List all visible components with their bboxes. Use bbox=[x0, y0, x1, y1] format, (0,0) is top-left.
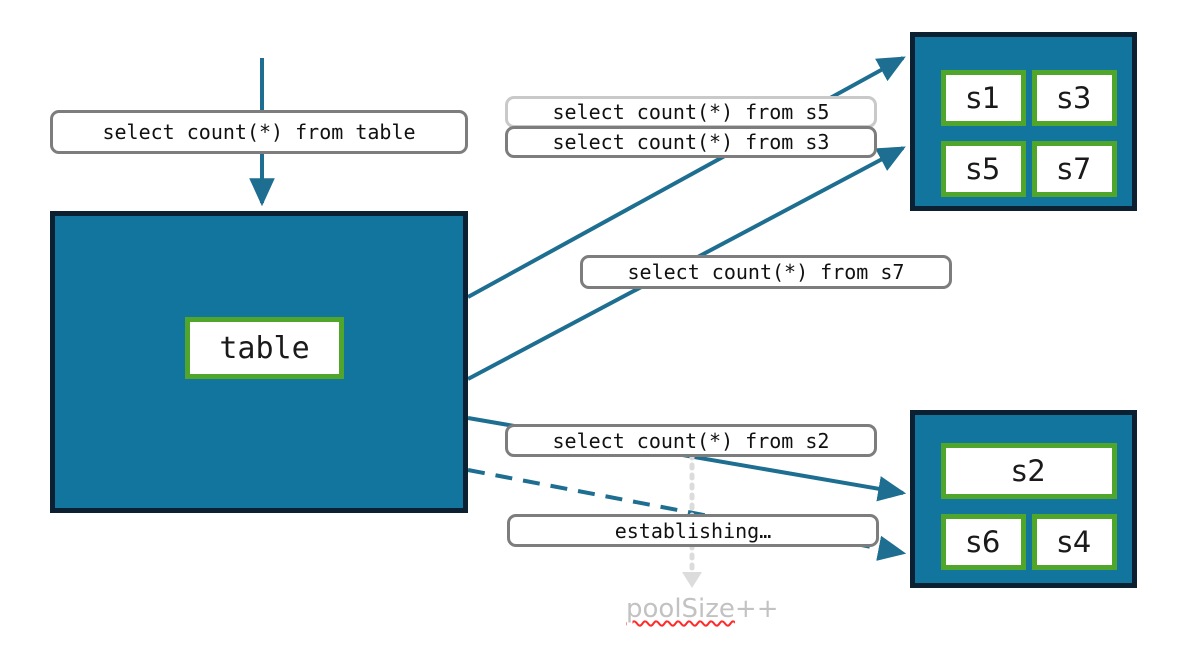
server-node-s6[interactable]: s6 bbox=[941, 514, 1026, 570]
server-node-s4[interactable]: s4 bbox=[1032, 514, 1117, 570]
table-pool: table bbox=[50, 211, 468, 513]
query-pill-s5-text: select count(*) from s5 bbox=[552, 100, 830, 124]
query-pill-s3-text: select count(*) from s3 bbox=[552, 130, 830, 154]
query-pill-s7[interactable]: select count(*) from s7 bbox=[580, 255, 952, 289]
server-node-s2[interactable]: s2 bbox=[941, 443, 1117, 499]
server-group-top: s1 s3 s5 s7 bbox=[910, 32, 1137, 211]
server-node-s4-label: s4 bbox=[1057, 525, 1092, 559]
query-pill-table-text: select count(*) from table bbox=[102, 120, 416, 144]
server-node-s7[interactable]: s7 bbox=[1032, 141, 1117, 197]
query-pill-s5[interactable]: select count(*) from s5 bbox=[505, 96, 877, 128]
query-pill-establishing[interactable]: establishing… bbox=[507, 514, 879, 547]
query-pill-s3[interactable]: select count(*) from s3 bbox=[505, 126, 877, 158]
server-node-s6-label: s6 bbox=[966, 525, 1001, 559]
node-table[interactable]: table bbox=[185, 317, 344, 379]
query-pill-s7-text: select count(*) from s7 bbox=[627, 260, 905, 284]
server-node-s5[interactable]: s5 bbox=[941, 141, 1026, 197]
node-table-label: table bbox=[219, 330, 310, 366]
query-pill-s2[interactable]: select count(*) from s2 bbox=[505, 424, 877, 457]
server-node-s1[interactable]: s1 bbox=[941, 70, 1026, 126]
server-node-s3[interactable]: s3 bbox=[1032, 70, 1117, 126]
query-pill-table[interactable]: select count(*) from table bbox=[50, 110, 468, 154]
poolsize-annotation: poolSize++ bbox=[626, 594, 779, 624]
server-node-s7-label: s7 bbox=[1057, 152, 1092, 186]
query-pill-s2-text: select count(*) from s2 bbox=[552, 428, 830, 453]
server-node-s1-label: s1 bbox=[966, 81, 1001, 115]
server-group-bottom: s2 s6 s4 bbox=[910, 410, 1137, 588]
server-node-s3-label: s3 bbox=[1057, 81, 1092, 115]
poolsize-annotation-suffix: ++ bbox=[734, 594, 779, 624]
poolsize-annotation-word: poolSize bbox=[626, 594, 735, 624]
server-node-s2-label: s2 bbox=[1011, 454, 1047, 488]
query-pill-establishing-text: establishing… bbox=[614, 518, 772, 543]
server-node-s5-label: s5 bbox=[966, 152, 1001, 186]
